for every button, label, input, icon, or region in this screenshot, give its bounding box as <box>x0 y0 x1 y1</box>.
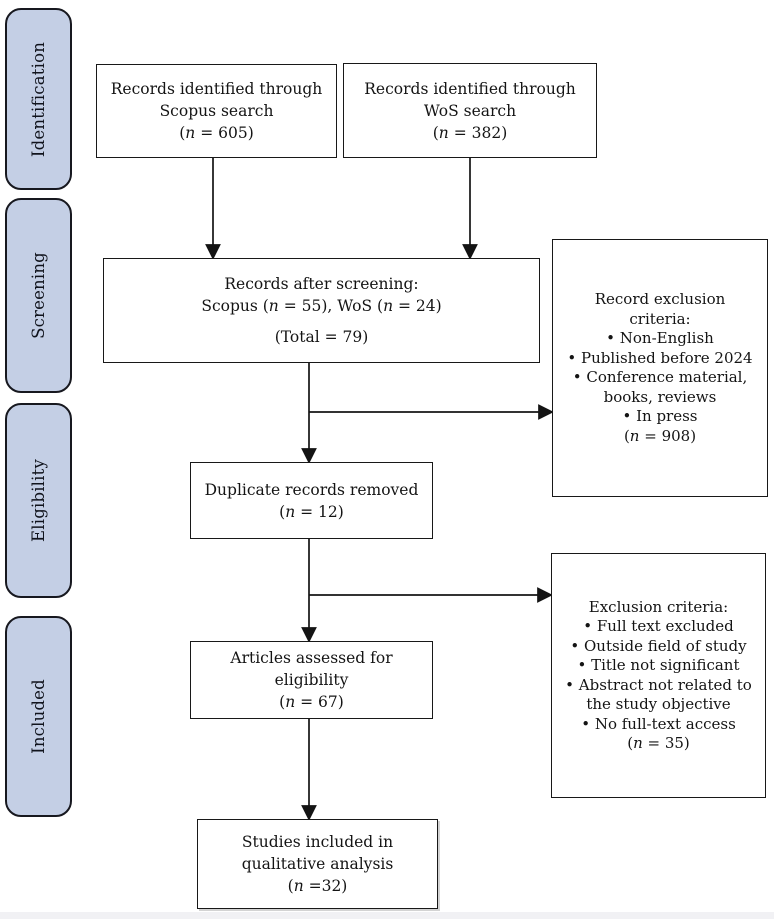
box-text-line: (n = 35) <box>627 734 690 752</box>
box-text-line: • Title not significant <box>577 656 740 674</box>
box-text-line: (Total = 79) <box>274 328 369 346</box>
box-text-line: Studies included in <box>241 833 394 851</box>
box-text-line: books, reviews <box>603 387 717 406</box>
box-duplicate-records-removed: Duplicate records removed (n = 12) <box>190 462 433 539</box>
box-text-line: Exclusion criteria: <box>588 597 729 616</box>
box-text-line: • Abstract not related to <box>565 675 752 694</box>
stage-identification-label: Identification <box>29 41 48 157</box>
stage-screening-label: Screening <box>29 252 49 339</box>
box-articles-assessed: Articles assessed for eligibility (n = 67) <box>190 641 433 719</box>
box-text-line: • Non-English <box>606 329 714 347</box>
box-text-line: Records identified through <box>364 79 576 98</box>
arrow-screening-to-duplicates <box>301 363 317 464</box>
box-text-line: Record exclusion <box>594 290 726 308</box>
box-text-line: Scopus search <box>159 102 274 120</box>
stage-eligibility: Eligibility <box>5 403 72 598</box>
box-text-line: Records after screening: <box>224 275 419 293</box>
box-text-line: Scopus (n = 55), WoS (n = 24) <box>201 297 442 315</box>
box-text-line: qualitative analysis <box>241 855 394 873</box>
box-text-line: • Full text excluded <box>583 617 734 635</box>
box-text-line: WoS search <box>423 101 517 120</box>
arrow-branch-to-exclusion <box>309 587 553 603</box>
box-text-line: (n = 67) <box>279 693 344 711</box>
box-text-line: (n = 12) <box>279 502 344 521</box>
box-text-line: (n = 605) <box>179 124 254 142</box>
box-text-line: • Published before 2024 <box>567 348 753 367</box>
box-text-line: (n = 908) <box>623 426 697 445</box>
box-text-line: (n =32) <box>287 877 348 895</box>
stage-eligibility-label: Eligibility <box>29 459 49 542</box>
box-studies-included: Studies included in qualitative analysis (… <box>197 819 438 909</box>
box-text-line: eligibility <box>274 671 349 689</box>
arrow-duplicates-to-assessed <box>301 539 317 643</box>
box-text-line: Duplicate records removed <box>204 480 419 499</box>
box-text-line: • No full-text access <box>581 714 736 733</box>
stage-included-label: Included <box>29 679 48 754</box>
box-exclusion-criteria: Exclusion criteria:• Full text excluded•… <box>551 553 766 798</box>
stage-identification: Identification <box>5 8 72 190</box>
box-text-line: • Outside field of study <box>570 636 747 655</box>
box-text-line: • Conference material, <box>572 368 748 386</box>
arrow-scopus-to-screening <box>205 158 221 260</box>
stage-included: Included <box>5 616 72 817</box>
box-text-line: Records identified through <box>110 80 323 98</box>
box-records-after-screening: Records after screening: Scopus (n = 55),… <box>103 258 540 363</box>
box-text-line: Articles assessed for <box>230 649 393 667</box>
arrow-branch-to-record-exclusion <box>309 404 554 420</box>
box-text-line: criteria: <box>629 309 691 328</box>
arrow-assessed-to-included <box>301 719 317 821</box>
arrow-wos-to-screening <box>462 158 478 260</box>
box-text-line: the study objective <box>586 695 731 713</box>
box-text-line: • In press <box>622 407 698 425</box>
page-bottom-edge <box>0 912 774 919</box>
box-text-line: (n = 382) <box>432 123 508 142</box>
stage-screening: Screening <box>5 198 72 393</box>
